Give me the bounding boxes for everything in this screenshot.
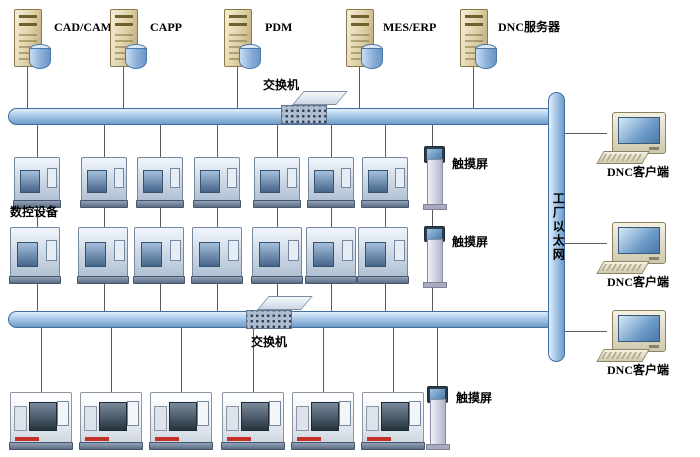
kiosk-body [430, 399, 446, 447]
cnc-machine [13, 157, 61, 208]
connector-line [565, 331, 607, 332]
cnc-machine [251, 227, 303, 284]
connector-line [565, 133, 607, 134]
cnc-machine [136, 157, 184, 208]
connector-line [565, 243, 607, 244]
kiosk-base [423, 204, 447, 210]
cnc-machine [9, 227, 61, 284]
kiosk-body [427, 159, 443, 207]
touch-screen-kiosk [421, 226, 447, 288]
connector-line [385, 125, 386, 311]
connector-line [473, 65, 474, 108]
cnc-equipment-label: 数控设备 [10, 205, 59, 219]
database-icon [29, 44, 51, 69]
connector-line [359, 65, 360, 108]
switch-top-face [292, 91, 348, 105]
kiosk-base [426, 444, 450, 450]
client-monitor-icon [612, 222, 666, 264]
cnc-machine [307, 157, 355, 208]
cnc-machine-large [149, 392, 213, 450]
server-label: CAD/CAM [54, 20, 112, 34]
client-monitor-icon [612, 112, 666, 154]
server-dnc: DNC服务器 [458, 8, 578, 70]
cnc-machine [77, 227, 129, 284]
bottom-switch-label: 交换机 [251, 335, 288, 349]
database-icon [125, 44, 147, 69]
connector-line [27, 65, 28, 108]
top-switch-label: 交换机 [263, 78, 300, 92]
switch-top-face [257, 296, 313, 310]
kiosk-label: 触摸屏 [452, 157, 489, 171]
cnc-machine-large [221, 392, 285, 450]
kiosk-screen [424, 226, 446, 243]
cnc-machine [80, 157, 128, 208]
server-label: PDM [265, 20, 293, 34]
bottom-switch-icon [246, 296, 313, 329]
client-keyboard-icon [596, 261, 650, 274]
connector-line [181, 328, 182, 392]
factory-ethernet-label: 工厂以太网 [551, 192, 566, 262]
connector-line [160, 125, 161, 311]
connector-line [237, 65, 238, 108]
dnc-client-label: DNC客户端 [607, 363, 669, 377]
kiosk-label: 触摸屏 [452, 235, 489, 249]
server-label: CAPP [150, 20, 182, 34]
switch-front-face [246, 310, 292, 329]
server-label: MES/ERP [383, 20, 437, 34]
connector-line [111, 328, 112, 392]
cnc-machine-large [9, 392, 73, 450]
connector-line [37, 125, 38, 311]
connector-line [123, 65, 124, 108]
cnc-machine-large [361, 392, 425, 450]
client-keyboard-icon [596, 349, 650, 362]
client-keyboard-icon [596, 151, 650, 164]
kiosk-body [427, 239, 443, 285]
connector-line [217, 125, 218, 311]
connector-line [277, 125, 278, 311]
touch-screen-kiosk [421, 146, 447, 210]
client-monitor-icon [612, 310, 666, 352]
server-capp: CAPP [108, 8, 218, 70]
cnc-machine-large [79, 392, 143, 450]
dnc-client-label: DNC客户端 [607, 165, 669, 179]
server-tower-icon [110, 9, 138, 67]
server-cad-cam: CAD/CAM [12, 8, 122, 70]
dnc-client-label: DNC客户端 [607, 275, 669, 289]
connector-line [393, 328, 394, 392]
database-icon [239, 44, 261, 69]
database-icon [475, 44, 497, 69]
connector-line [331, 125, 332, 311]
switch-front-face [281, 105, 327, 124]
kiosk-base [423, 282, 447, 288]
connector-line [41, 328, 42, 392]
cnc-machine [193, 157, 241, 208]
database-icon [361, 44, 383, 69]
cnc-machine [133, 227, 185, 284]
server-label: DNC服务器 [498, 20, 560, 34]
cnc-machine [253, 157, 301, 208]
cnc-machine [305, 227, 357, 284]
kiosk-label: 触摸屏 [456, 391, 493, 405]
cnc-machine-large [291, 392, 355, 450]
server-pdm: PDM [222, 8, 332, 70]
connector-line [104, 125, 105, 311]
cnc-machine [191, 227, 243, 284]
touch-screen-kiosk [424, 386, 450, 450]
connector-line [437, 328, 438, 386]
cnc-machine [361, 157, 409, 208]
factory-ethernet-backbone [548, 92, 565, 362]
connector-line [323, 328, 324, 392]
server-mes-erp: MES/ERP [344, 8, 454, 70]
connector-line [432, 125, 433, 311]
cnc-machine [357, 227, 409, 284]
connector-line [253, 328, 254, 392]
top-switch-icon [281, 91, 348, 124]
